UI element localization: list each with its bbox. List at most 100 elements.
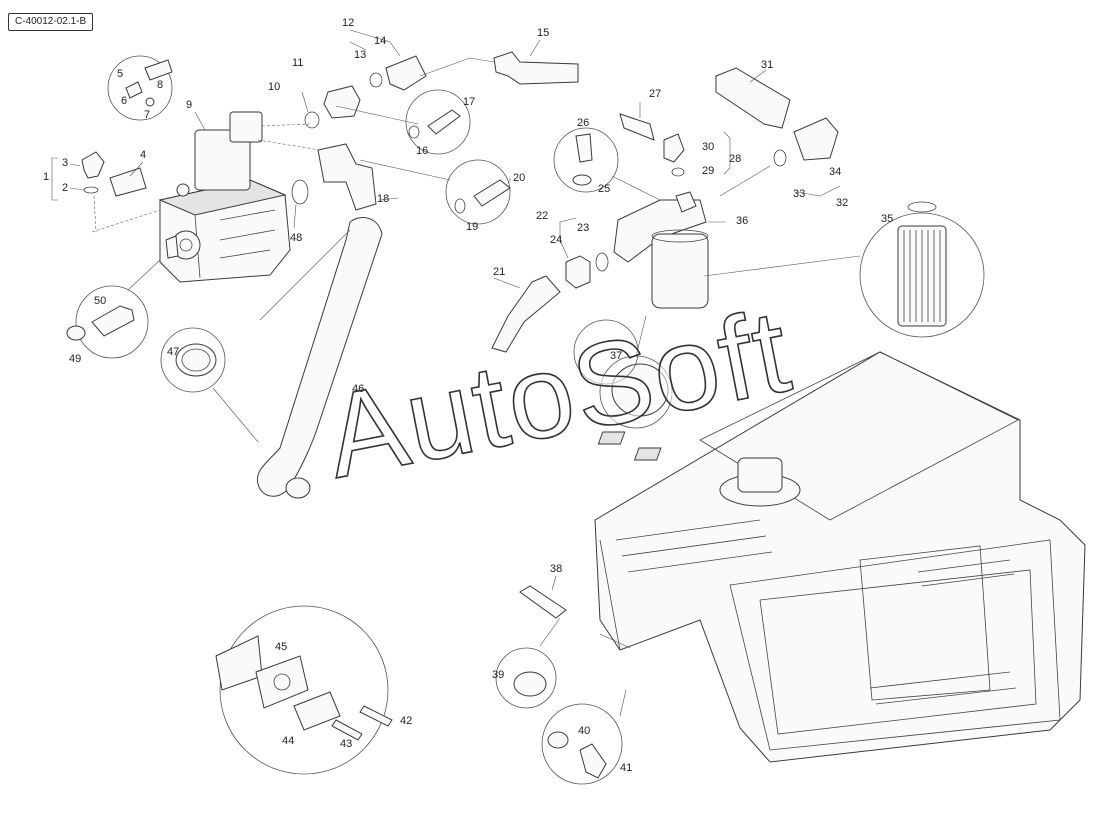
o-ring-33 xyxy=(773,149,787,167)
bolt-26 xyxy=(575,133,593,163)
detail-circle-5-8 xyxy=(107,55,173,121)
detail-circle-39 xyxy=(495,647,557,709)
callout-22: 22 xyxy=(536,210,548,222)
filter-canister xyxy=(651,233,709,309)
flange-11 xyxy=(323,85,361,119)
callout-12: 12 xyxy=(342,17,354,29)
bolt-17 xyxy=(427,109,461,135)
callout-25: 25 xyxy=(598,183,610,195)
detail-circle-tank-strainer xyxy=(573,319,639,385)
callout-31: 31 xyxy=(761,59,773,71)
callout-34: 34 xyxy=(829,166,841,178)
callout-41: 41 xyxy=(620,762,632,774)
elbow-30 xyxy=(663,133,685,163)
callout-10: 10 xyxy=(268,81,280,93)
detail-circle-49-50 xyxy=(75,285,149,359)
callout-16: 16 xyxy=(416,145,428,157)
washer-40 xyxy=(547,731,569,749)
callout-45: 45 xyxy=(275,641,287,653)
callout-40: 40 xyxy=(578,725,590,737)
callout-9: 9 xyxy=(186,99,192,111)
clamp-half-45a xyxy=(215,635,263,691)
o-ring-23 xyxy=(595,252,609,272)
tube-38 xyxy=(519,585,567,619)
detail-circle-47 xyxy=(160,327,226,393)
callout-8: 8 xyxy=(157,79,163,91)
detail-circle-35 xyxy=(859,212,985,338)
callout-numbers: 1234567891011121314151617181920212223242… xyxy=(43,17,893,774)
callout-47: 47 xyxy=(167,346,179,358)
drawing-reference: C-40012-02.1-B xyxy=(8,13,94,31)
bolt-43 xyxy=(331,719,363,741)
suction-elbow-18 xyxy=(317,143,377,211)
callout-24: 24 xyxy=(550,234,562,246)
o-ring-29 xyxy=(671,167,685,177)
callout-29: 29 xyxy=(702,165,714,177)
callout-38: 38 xyxy=(550,563,562,575)
callout-11: 11 xyxy=(292,57,303,69)
detail-circle-25-26 xyxy=(553,127,619,193)
tee-fitting-14 xyxy=(385,55,427,91)
callout-15: 15 xyxy=(537,27,549,39)
clamp-39 xyxy=(513,671,547,697)
elbow-fitting-3 xyxy=(81,151,105,194)
callout-26: 26 xyxy=(577,117,589,129)
fittings-5-8 xyxy=(125,59,173,107)
callout-13: 13 xyxy=(354,49,366,61)
assembly-dash-lines xyxy=(91,123,321,233)
o-ring-35 xyxy=(907,201,937,213)
detail-circle-19-20 xyxy=(445,159,511,225)
bolt-20 xyxy=(473,179,511,207)
callout-5: 5 xyxy=(117,68,123,80)
callout-17: 17 xyxy=(463,96,475,108)
callout-30: 30 xyxy=(702,141,714,153)
clamp-half-45b xyxy=(255,655,309,709)
washer-49 xyxy=(66,325,86,341)
callout-1: 1 xyxy=(43,171,49,183)
detail-circle-42-45 xyxy=(219,605,389,775)
callout-39: 39 xyxy=(492,669,504,681)
hose-21 xyxy=(491,275,561,353)
callout-33: 33 xyxy=(793,188,805,200)
bolt-50 xyxy=(91,305,135,337)
callout-23: 23 xyxy=(577,222,589,234)
bolt-42 xyxy=(359,705,393,727)
callout-37: 37 xyxy=(610,350,622,362)
hose-end-15 xyxy=(493,51,579,85)
callout-42: 42 xyxy=(400,715,412,727)
plate-44 xyxy=(293,691,341,731)
hydraulic-tank xyxy=(594,351,1086,763)
o-ring-10 xyxy=(304,111,320,129)
callout-27: 27 xyxy=(649,88,661,100)
detail-circle-40-41 xyxy=(541,703,623,785)
hydraulic-pump xyxy=(158,111,291,283)
callout-3: 3 xyxy=(62,157,68,169)
callout-7: 7 xyxy=(144,109,150,121)
hose-fitting-4 xyxy=(109,167,147,197)
hose-31 xyxy=(715,67,791,129)
callout-35: 35 xyxy=(881,213,893,225)
bolt-41 xyxy=(579,743,607,779)
callout-50: 50 xyxy=(94,295,106,307)
callout-43: 43 xyxy=(340,738,352,750)
o-ring-48 xyxy=(291,179,309,205)
callout-32: 32 xyxy=(836,197,848,209)
detail-circle-16-17 xyxy=(405,89,471,155)
tee-fitting-34 xyxy=(793,117,839,161)
callout-28: 28 xyxy=(729,153,741,165)
callout-2: 2 xyxy=(62,182,68,194)
callout-6: 6 xyxy=(121,95,127,107)
callout-4: 4 xyxy=(140,149,146,161)
callout-14: 14 xyxy=(374,35,386,47)
adapter-24 xyxy=(565,255,591,289)
callout-49: 49 xyxy=(69,353,81,365)
callout-44: 44 xyxy=(282,735,294,747)
callout-20: 20 xyxy=(513,172,525,184)
callout-36: 36 xyxy=(736,215,748,227)
callout-46: 46 xyxy=(352,383,364,395)
callout-21: 21 xyxy=(493,266,505,278)
callout-48: 48 xyxy=(290,232,302,244)
leader-lines xyxy=(51,29,861,717)
